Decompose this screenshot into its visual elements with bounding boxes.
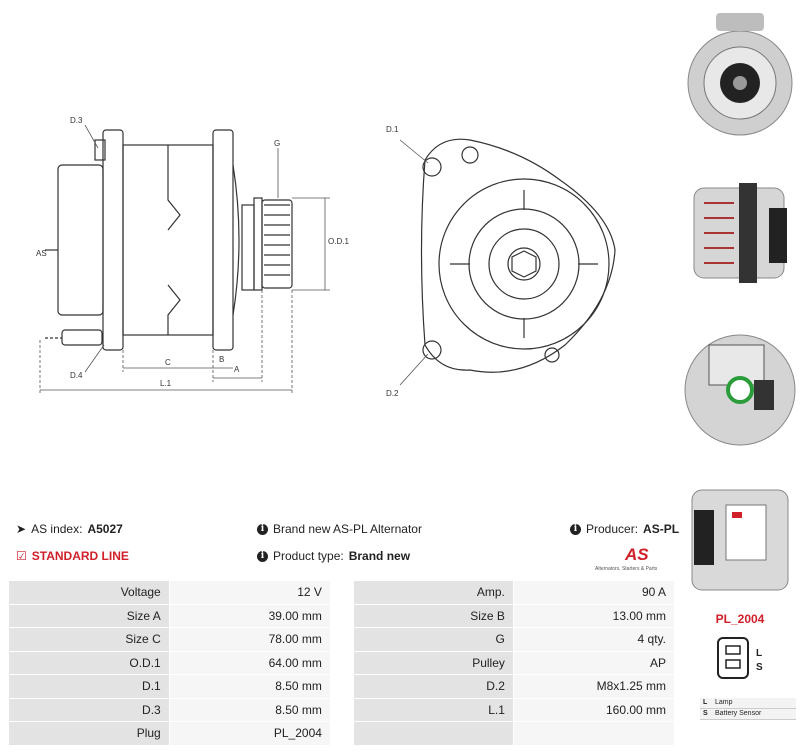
spec-value: AP [512, 650, 676, 675]
spec-value: PL_2004 [168, 721, 331, 746]
label-d2: D.2 [386, 389, 399, 398]
producer-value: AS-PL [643, 522, 680, 536]
standard-line-text: STANDARD LINE [31, 549, 129, 563]
product-photos [680, 0, 800, 600]
spec-gap [329, 697, 354, 722]
plug-title: PL_2004 [715, 612, 765, 626]
label-d4: D.4 [70, 371, 83, 380]
spec-label: O.D.1 [8, 650, 170, 675]
as-index: ➤ AS index: A5027 [16, 522, 123, 536]
spec-value: 13.00 mm [512, 603, 676, 628]
rear-flange [102, 129, 124, 351]
producer: i Producer: AS-PL [570, 522, 679, 536]
tag-icon: ➤ [16, 522, 27, 536]
checkbox-icon: ☑ [16, 549, 27, 563]
front-view [420, 138, 616, 373]
description-text: Brand new AS-PL Alternator [273, 522, 422, 536]
spec-label: Size A [8, 603, 170, 628]
label-a: A [234, 365, 240, 374]
label-l1: L.1 [160, 379, 172, 388]
spec-label: Plug [8, 721, 170, 746]
photo-front[interactable] [684, 5, 796, 150]
photo-side[interactable] [684, 158, 796, 303]
photo-rear[interactable] [684, 310, 796, 465]
as-pl-logo: AS Alternators, Starters & Parts [595, 545, 658, 572]
label-od1: O.D.1 [328, 237, 349, 246]
spec-label: Voltage [8, 580, 170, 605]
spec-value: 90 A [512, 580, 676, 605]
spec-value [512, 721, 676, 746]
plug-icon: L S [717, 637, 763, 679]
svg-text:Alternators, Starters & Parts: Alternators, Starters & Parts [595, 566, 658, 572]
spec-gap [329, 674, 354, 699]
technical-drawing: D.3 G O.D.1 AS D.4 C B A L.1 D.1 D.2 [36, 116, 616, 398]
spec-label: Size C [8, 627, 170, 652]
info-icon: i [257, 550, 268, 562]
photo-label-side[interactable] [684, 470, 796, 600]
standard-line: ☑ STANDARD LINE [16, 549, 129, 563]
spec-label: L.1 [352, 697, 514, 722]
svg-text:S: S [756, 662, 763, 673]
product-type-value: Brand new [348, 549, 411, 563]
spec-value: 64.00 mm [168, 650, 331, 675]
spec-value: 78.00 mm [168, 627, 331, 652]
info-icon: i [570, 523, 581, 535]
as-index-value: A5027 [87, 522, 123, 536]
label-d1: D.1 [386, 125, 399, 134]
label-b: B [219, 355, 224, 364]
spec-label [352, 721, 514, 746]
spec-value: 4 qty. [512, 627, 676, 652]
spec-value: 8.50 mm [168, 674, 331, 699]
info-icon: i [257, 523, 268, 535]
rear-housing [57, 164, 104, 316]
spec-label: D.3 [8, 697, 170, 722]
spec-label: D.2 [352, 674, 514, 699]
spec-label: Amp. [352, 580, 514, 605]
spec-label: G [352, 627, 514, 652]
front-flange [212, 129, 234, 351]
spec-label: Size B [352, 603, 514, 628]
spec-gap [329, 627, 354, 652]
pulley-side [261, 199, 293, 289]
label-as: AS [36, 249, 47, 258]
as-index-label: AS index: [31, 522, 83, 536]
label-g: G [274, 139, 280, 148]
producer-label: Producer: [586, 522, 639, 536]
spec-value: 12 V [168, 580, 331, 605]
product-type-label: Product type: [273, 549, 344, 563]
svg-text:AS: AS [624, 545, 649, 564]
spec-label: Pulley [352, 650, 514, 675]
spec-gap [329, 603, 354, 628]
spec-gap [329, 650, 354, 675]
product-type: i Product type: Brand new [257, 549, 410, 563]
svg-text:L: L [756, 648, 762, 659]
description: i Brand new AS-PL Alternator [257, 522, 422, 536]
label-d3: D.3 [70, 116, 83, 125]
spec-label: D.1 [8, 674, 170, 699]
spec-gap [329, 580, 354, 605]
spec-value: 8.50 mm [168, 697, 331, 722]
label-c: C [165, 358, 171, 367]
spec-value: 160.00 mm [512, 697, 676, 722]
spec-value: 39.00 mm [168, 603, 331, 628]
spec-value: M8x1.25 mm [512, 674, 676, 699]
spec-gap [329, 721, 354, 746]
